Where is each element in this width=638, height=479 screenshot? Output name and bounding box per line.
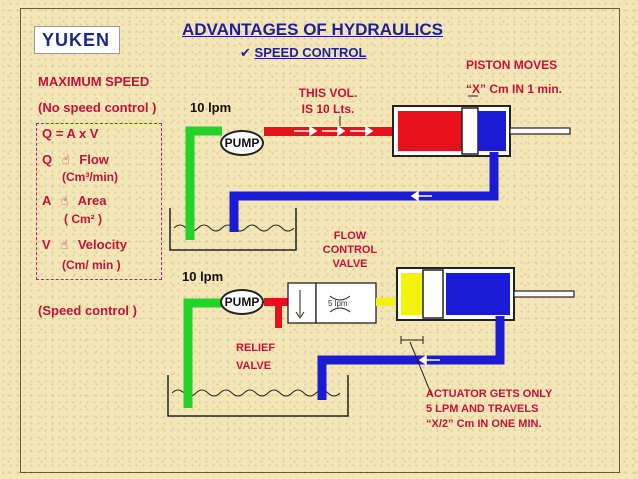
max-speed-label: MAXIMUM SPEED (38, 74, 150, 89)
no-speed-control-label: (No speed control ) (38, 100, 157, 115)
hand-icon: ☝ (61, 152, 70, 167)
relief-line1: RELIEF (236, 342, 276, 354)
q-name: Flow (79, 152, 109, 167)
vol-line1: THIS VOL. (298, 86, 358, 100)
relief-valve-label: RELIEF VALVE (236, 342, 275, 372)
hand-icon: ☝ (60, 237, 69, 252)
v-unit: (Cm/ min ) (62, 258, 121, 272)
check-icon: ✔ (240, 45, 251, 60)
bottom-flow-label: 10 lpm (182, 269, 224, 284)
formula: Q = A x V (42, 126, 99, 141)
top-return-line (229, 152, 499, 232)
vol-label: THIS VOL. IS 10 Lts. (288, 86, 368, 116)
fcv-line3: VALVE (332, 258, 368, 270)
bottom-stroke-indicator (400, 336, 433, 397)
yuken-logo: YUKEN (34, 26, 120, 54)
piston-line2: “X” Cm IN 1 min. (466, 82, 563, 96)
q-unit: (Cm³/min) (62, 170, 118, 184)
fcv-line1: FLOW (333, 230, 367, 242)
q-row: Q ☝ Flow (42, 152, 109, 168)
formula-box (36, 123, 162, 280)
bottom-tank (167, 375, 349, 417)
piston-moves-label: PISTON MOVES “X” Cm IN 1 min. (466, 58, 562, 96)
v-label: V (42, 237, 51, 252)
top-cylinder (392, 105, 571, 157)
actuator-label: ACTUATOR GETS ONLY 5 LPM AND TRAVELS “X/… (426, 388, 552, 430)
subtitle: ✔ SPEED CONTROL (240, 45, 367, 61)
top-return-arrows (410, 190, 432, 202)
a-unit: ( Cm² ) (64, 212, 102, 226)
v-row: V ☝ Velocity (42, 237, 127, 253)
subtitle-text: SPEED CONTROL (254, 45, 367, 60)
actuator-line2: 5 LPM AND TRAVELS (426, 403, 539, 415)
top-circuit (169, 95, 571, 251)
relief-branch-line (275, 306, 282, 328)
slide-frame (20, 8, 620, 473)
bottom-circuit (167, 116, 575, 417)
flow-control-valve (315, 282, 377, 324)
q-label: Q (42, 152, 53, 167)
actuator-line3: “X/2” Cm IN ONE MIN. (426, 418, 542, 430)
a-label: A (42, 193, 51, 208)
bottom-pressure-line (264, 298, 294, 306)
fcv-line2: CONTROL (322, 244, 378, 256)
v-name: Velocity (77, 237, 127, 252)
bottom-return-arrows (418, 354, 440, 366)
fcv-flow-label: 5 lpm (328, 299, 348, 308)
bottom-pump: PUMP (220, 289, 264, 315)
relief-line2: VALVE (236, 360, 272, 372)
piston-line1: PISTON MOVES (466, 58, 558, 72)
speed-control-label: (Speed control ) (38, 303, 137, 318)
page-title: ADVANTAGES OF HYDRAULICS (182, 20, 443, 39)
top-pump: PUMP (220, 130, 264, 156)
a-row: A ☝ Area (42, 193, 107, 209)
top-suction-line (185, 126, 222, 240)
vol-line2: IS 10 Lts. (301, 102, 355, 116)
bottom-suction-line (183, 298, 222, 408)
bottom-return-line (317, 316, 505, 400)
actuator-line1: ACTUATOR GETS ONLY (426, 388, 553, 400)
relief-valve (287, 282, 317, 324)
reduced-flow-line (376, 298, 398, 306)
top-flow-arrows (294, 125, 374, 137)
fcv-label: FLOW CONTROL VALVE (320, 230, 380, 270)
bottom-cylinder (396, 267, 575, 321)
hand-icon: ☝ (60, 193, 69, 208)
top-flow-label: 10 lpm (190, 100, 232, 115)
a-name: Area (77, 193, 107, 208)
